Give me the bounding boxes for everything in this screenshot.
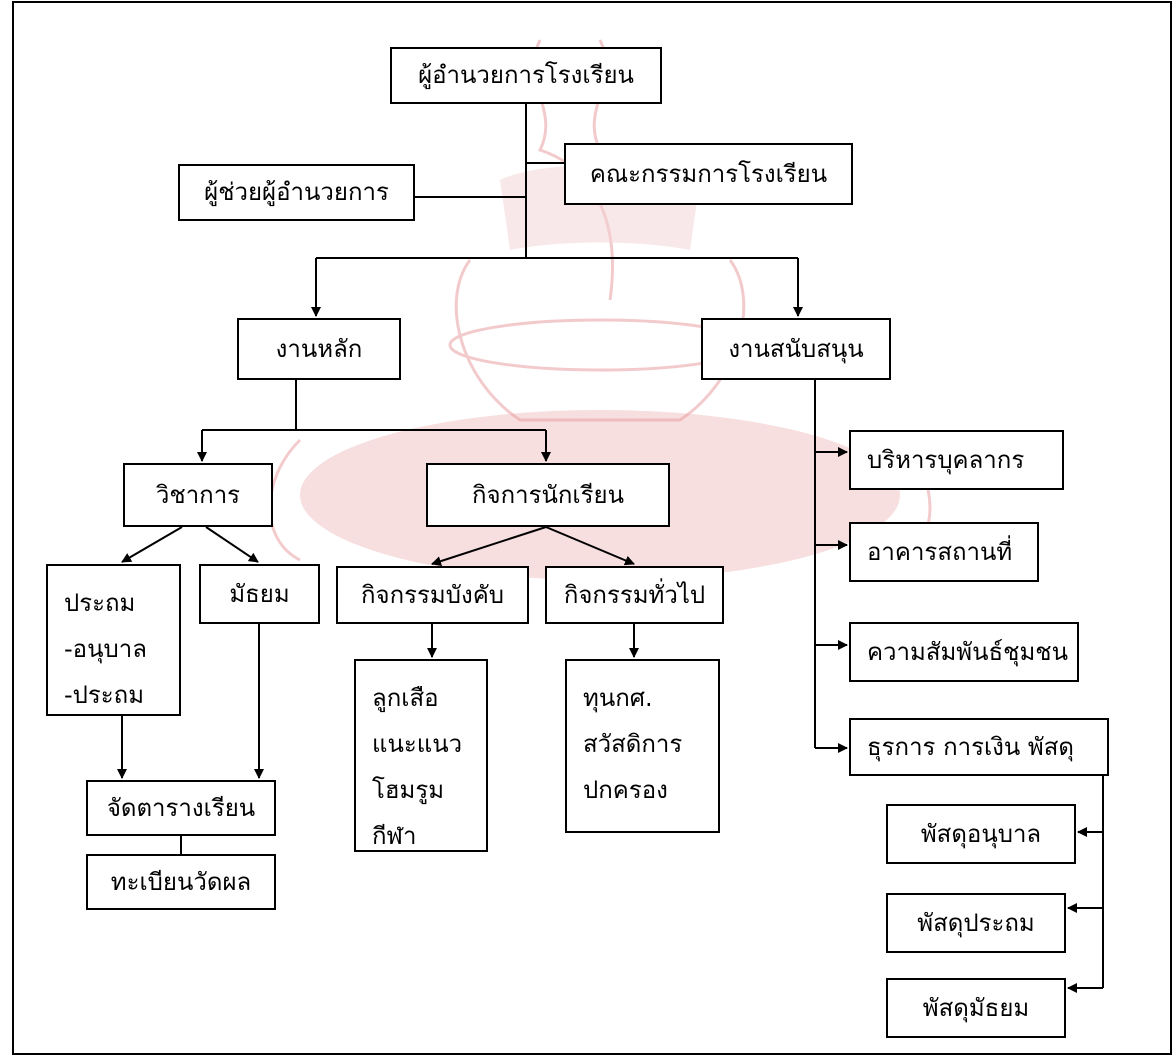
assistant-director-label: ผู้ช่วยผู้อำนวยการ (204, 178, 389, 207)
general-activities-box: กิจกรรมทั่วไป (545, 566, 724, 624)
general-item: ปกครอง (583, 776, 668, 804)
academic-box: วิชาการ (123, 463, 273, 527)
supply-secondary-label: พัสดุมัธยม (922, 993, 1030, 1022)
primary-line: -ประถม (64, 681, 145, 709)
mandatory-item: กีฬา (372, 822, 417, 850)
academic-label: วิชาการ (155, 480, 241, 509)
general-items-box: ทุนกศ. สวัสดิการ ปกครอง (565, 659, 720, 833)
admin-finance-box: ธุรการ การเงิน พัสดุ (849, 718, 1109, 776)
arrow-to-mandatory (431, 526, 547, 566)
admin-finance-label: ธุรการ การเงิน พัสดุ (867, 732, 1074, 761)
arrow-to-secondary (205, 526, 259, 563)
community-box: ความสัมพันธ์ชุมชน (849, 622, 1079, 682)
primary-line: ประถม (64, 589, 136, 617)
mandatory-activities-box: กิจกรรมบังคับ (336, 566, 529, 624)
supply-kindergarten-label: พัสดุอนุบาล (920, 819, 1042, 848)
mandatory-item: แนะแนว (372, 730, 463, 758)
supply-secondary-box: พัสดุมัธยม (886, 978, 1066, 1038)
arrow-to-primary (121, 526, 183, 563)
registration-label: ทะเบียนวัดผล (110, 867, 252, 896)
supply-primary-box: พัสดุประถม (886, 893, 1066, 953)
student-affairs-box: กิจการนักเรียน (426, 463, 670, 527)
mandatory-item: ลูกเสือ (372, 684, 439, 712)
arrow-to-general (545, 526, 635, 566)
core-work-box: งานหลัก (237, 318, 401, 380)
secondary-label: มัธยม (229, 579, 290, 608)
support-work-box: งานสนับสนุน (701, 318, 891, 380)
supply-primary-label: พัสดุประถม (917, 908, 1035, 937)
school-director-box: ผู้อำนวยการโรงเรียน (390, 47, 662, 104)
secondary-box: มัธยม (199, 564, 320, 624)
schedule-box: จัดตารางเรียน (86, 780, 276, 836)
mandatory-item: โฮมรูม (372, 776, 445, 804)
general-activities-label: กิจกรรมทั่วไป (563, 580, 706, 609)
diagram-frame (12, 1, 1172, 1055)
assistant-director-box: ผู้ช่วยผู้อำนวยการ (178, 164, 415, 221)
mandatory-items-box: ลูกเสือ แนะแนว โฮมรูม กีฬา (354, 659, 488, 852)
core-work-label: งานหลัก (275, 334, 363, 363)
schedule-label: จัดตารางเรียน (106, 793, 256, 822)
building-label: อาคารสถานที่ (867, 537, 1013, 566)
primary-line: -อนุบาล (64, 635, 147, 663)
building-box: อาคารสถานที่ (849, 522, 1039, 582)
mandatory-activities-label: กิจกรรมบังคับ (361, 580, 504, 609)
general-item: ทุนกศ. (583, 684, 653, 712)
primary-box: ประถม -อนุบาล -ประถม (46, 564, 181, 716)
student-affairs-label: กิจการนักเรียน (472, 480, 624, 509)
registration-box: ทะเบียนวัดผล (86, 854, 276, 910)
supply-kindergarten-box: พัสดุอนุบาล (886, 804, 1076, 864)
school-board-box: คณะกรรมการโรงเรียน (564, 143, 853, 205)
school-board-label: คณะกรรมการโรงเรียน (589, 159, 828, 188)
support-work-label: งานสนับสนุน (728, 334, 864, 363)
community-label: ความสัมพันธ์ชุมชน (867, 637, 1068, 666)
personnel-label: บริหารบุคลากร (867, 445, 1025, 474)
general-item: สวัสดิการ (583, 730, 683, 758)
personnel-box: บริหารบุคลากร (849, 430, 1064, 490)
school-director-label: ผู้อำนวยการโรงเรียน (418, 61, 634, 90)
